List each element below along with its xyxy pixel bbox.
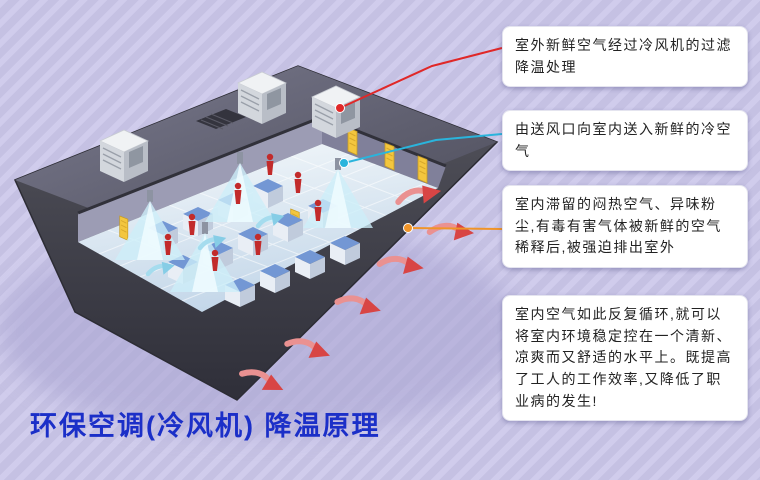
- callout-text-1: 室外新鲜空气经过冷风机的过滤降温处理: [515, 37, 732, 75]
- cooling-unit-icon: [99, 129, 149, 183]
- vent-icon: [417, 155, 428, 184]
- exhaust-arrow-icon: [429, 219, 475, 243]
- callout-box-exhaust-air: 室内滞留的闷热空气、异味粉尘,有毒有害气体被新鲜的空气稀释后,被强迫排出室外: [502, 185, 748, 269]
- callout-box-supply-air: 由送风口向室内送入新鲜的冷空气: [502, 110, 748, 172]
- callout-text-2: 由送风口向室内送入新鲜的冷空气: [515, 121, 732, 159]
- connector-line-2: [343, 133, 503, 164]
- callout-connectors: [335, 47, 503, 233]
- callout-text-3: 室内滞留的闷热空气、异味粉尘,有毒有害气体被新鲜的空气稀释后,被强迫排出室外: [515, 196, 722, 256]
- connector-dot-2: [339, 158, 349, 168]
- cooling-unit-icon: [311, 85, 361, 139]
- connector-dot-3: [403, 223, 413, 233]
- callout-box-circulation-summary: 室内空气如此反复循环,就可以将室内环境稳定控在一个清新、凉爽而又舒适的水平上。既…: [502, 295, 748, 422]
- vent-icon: [347, 127, 358, 156]
- vent-icon: [384, 142, 395, 171]
- vent-icon: [119, 215, 129, 241]
- roof-hatch: [196, 109, 246, 130]
- connector-line-3: [407, 227, 503, 230]
- cooling-unit-icon: [237, 71, 287, 125]
- page-title: 环保空调(冷风机) 降温原理: [30, 411, 381, 441]
- connector-dot-1: [335, 103, 345, 113]
- callout-text-4: 室内空气如此反复循环,就可以将室内环境稳定控在一个清新、凉爽而又舒适的水平上。既…: [515, 306, 732, 409]
- callout-box-fresh-air-intake: 室外新鲜空气经过冷风机的过滤降温处理: [502, 26, 748, 88]
- connector-line-1: [339, 47, 503, 109]
- interior-back-left-wall: [78, 117, 322, 242]
